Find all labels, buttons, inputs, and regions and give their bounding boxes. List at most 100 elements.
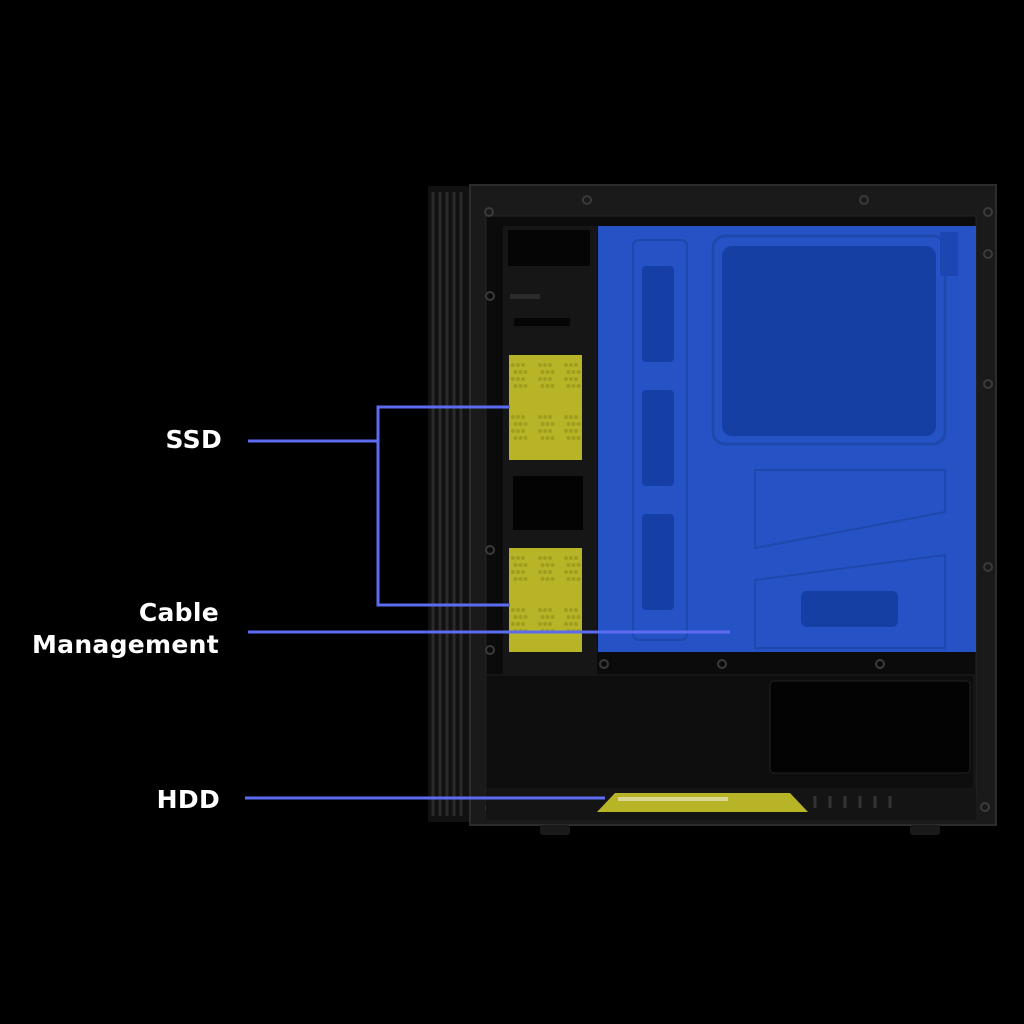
- tray-dot: [516, 556, 520, 560]
- tray-dot: [566, 422, 571, 426]
- tray-dot: [518, 436, 523, 440]
- tray-dot: [540, 384, 545, 388]
- tray-dot: [511, 570, 515, 574]
- tray-dot: [521, 363, 525, 367]
- tray-dot: [574, 570, 578, 574]
- tray-dot: [566, 563, 571, 567]
- tray-dot: [564, 622, 568, 626]
- cable-management-label: Cable Management: [0, 597, 219, 661]
- tray-dot: [523, 370, 528, 374]
- tray-dot: [564, 415, 568, 419]
- tray-dot: [545, 370, 550, 374]
- tray-dot: [574, 622, 578, 626]
- tray-dot: [569, 622, 573, 626]
- tray-dot: [550, 563, 555, 567]
- tray-dot: [511, 608, 515, 612]
- tray-dot: [513, 422, 518, 426]
- tray-dot: [545, 615, 550, 619]
- tray-dot: [550, 422, 555, 426]
- tray-dot: [566, 370, 571, 374]
- tray-dot: [516, 570, 520, 574]
- tray-dot: [511, 415, 515, 419]
- tray-dot: [576, 422, 581, 426]
- tray-dot: [564, 429, 568, 433]
- tray-dot: [518, 563, 523, 567]
- tray-dot: [550, 384, 555, 388]
- tray-dot: [523, 384, 528, 388]
- tray-dot: [543, 556, 547, 560]
- tray-dot: [540, 577, 545, 581]
- tray-dot: [545, 436, 550, 440]
- tray-dot: [574, 363, 578, 367]
- tray-dot: [548, 556, 552, 560]
- tray-dot: [545, 384, 550, 388]
- tray-dot: [513, 577, 518, 581]
- tray-dot: [576, 577, 581, 581]
- tray-dot: [516, 429, 520, 433]
- tray-dot: [564, 363, 568, 367]
- hdd-tray: [597, 793, 808, 812]
- ssd-tray-bottom: [509, 548, 582, 652]
- tray-dot: [543, 622, 547, 626]
- tray-dot: [564, 570, 568, 574]
- tray-dot: [571, 384, 576, 388]
- tray-dot: [521, 622, 525, 626]
- tray-dot: [523, 577, 528, 581]
- ssd-label: SSD: [165, 425, 222, 454]
- tray-dot: [521, 377, 525, 381]
- tray-dot: [538, 608, 542, 612]
- callout-lines: [245, 405, 730, 800]
- tray-dot: [569, 377, 573, 381]
- front-vent-panel: [428, 186, 472, 822]
- tray-dot: [569, 429, 573, 433]
- tray-dot: [548, 415, 552, 419]
- tray-dot: [540, 615, 545, 619]
- tray-dot: [516, 415, 520, 419]
- tray-dot: [574, 556, 578, 560]
- tray-dot: [576, 436, 581, 440]
- tray-dot: [543, 415, 547, 419]
- tray-dot: [538, 429, 542, 433]
- tray-dot: [523, 563, 528, 567]
- psu-cutout: [769, 680, 971, 774]
- tray-dot: [550, 615, 555, 619]
- tray-dot: [550, 577, 555, 581]
- tray-dot: [548, 363, 552, 367]
- tray-dot: [513, 384, 518, 388]
- tray-dot: [566, 384, 571, 388]
- tray-dot: [543, 429, 547, 433]
- tray-dot: [566, 577, 571, 581]
- tray-dot: [540, 370, 545, 374]
- tray-dot: [513, 563, 518, 567]
- tray-dot: [548, 608, 552, 612]
- tray-dot: [516, 622, 520, 626]
- tray-dot: [521, 608, 525, 612]
- hdd-label: HDD: [156, 785, 220, 814]
- tray-dot: [538, 570, 542, 574]
- case-foot: [910, 825, 940, 835]
- tray-dot: [566, 615, 571, 619]
- tray-dot: [545, 422, 550, 426]
- tray-dot: [511, 363, 515, 367]
- tray-dot: [571, 436, 576, 440]
- tray-dot: [540, 422, 545, 426]
- tray-dot: [566, 436, 571, 440]
- tray-dot: [569, 570, 573, 574]
- ssd-bracket: [376, 405, 510, 607]
- cable-label-line2: Management: [31, 630, 219, 659]
- tray-dot: [571, 422, 576, 426]
- tray-dot: [543, 608, 547, 612]
- tray-dot: [569, 415, 573, 419]
- tray-dot: [543, 377, 547, 381]
- tray-dot: [521, 429, 525, 433]
- tray-dot: [569, 363, 573, 367]
- bottom-vent: [813, 796, 892, 808]
- tray-dot: [538, 415, 542, 419]
- cable-label-line1: Cable: [138, 598, 219, 627]
- tray-dot: [516, 608, 520, 612]
- tray-dot: [511, 377, 515, 381]
- tray-dot: [513, 370, 518, 374]
- tray-dot: [521, 415, 525, 419]
